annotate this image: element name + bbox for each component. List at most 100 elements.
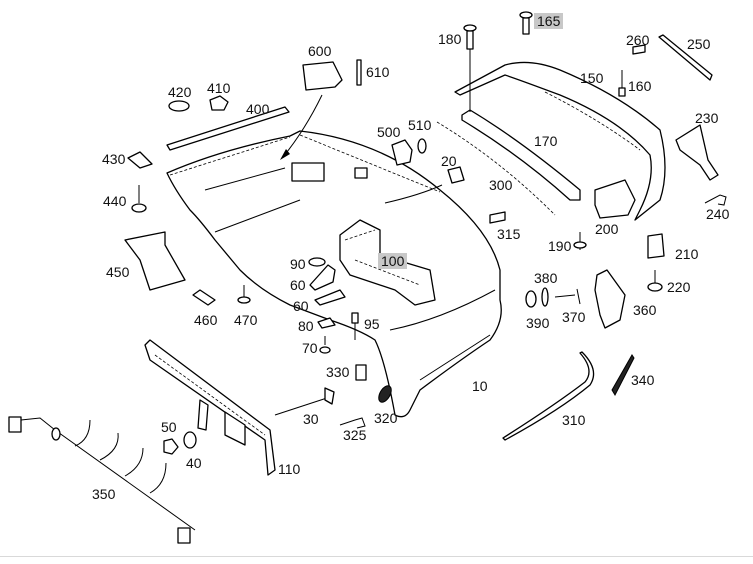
label-390[interactable]: 390 (526, 315, 550, 331)
label-260[interactable]: 260 (626, 32, 650, 48)
label-220[interactable]: 220 (667, 279, 691, 295)
pin-190-part[interactable] (573, 232, 587, 250)
pin-165-part[interactable] (519, 11, 533, 35)
wiring-harness-part[interactable] (8, 416, 196, 544)
ring-510-part[interactable] (417, 138, 427, 154)
label-170[interactable]: 170 (534, 133, 558, 149)
label-300[interactable]: 300 (489, 177, 513, 193)
washer-40-part[interactable] (183, 431, 197, 449)
label-100[interactable]: 100 (378, 253, 408, 269)
clip-430-part[interactable] (127, 151, 153, 169)
label-610[interactable]: 610 (366, 64, 390, 80)
label-320[interactable]: 320 (374, 410, 398, 426)
reflector-340-part[interactable] (611, 354, 635, 397)
label-70[interactable]: 70 (302, 340, 318, 356)
bolt-370-part[interactable] (554, 288, 581, 305)
label-190[interactable]: 190 (548, 238, 572, 254)
trim-strip-part[interactable] (461, 109, 581, 201)
label-95[interactable]: 95 (364, 316, 380, 332)
label-90[interactable]: 90 (290, 256, 306, 272)
washer-380-part[interactable] (541, 287, 549, 307)
label-500[interactable]: 500 (377, 124, 401, 140)
seal-strip-part[interactable] (436, 121, 556, 216)
cover-flap-part[interactable] (302, 61, 343, 91)
label-350[interactable]: 350 (92, 486, 116, 502)
sensor-bracket-part[interactable] (594, 179, 636, 219)
bracket-60b-part[interactable] (314, 289, 346, 306)
pin-180-part[interactable] (463, 24, 477, 112)
sensor-500-part[interactable] (391, 139, 413, 166)
label-60b[interactable]: 60 (293, 298, 309, 314)
clip-460-part[interactable] (192, 289, 216, 306)
screw-440-part[interactable] (131, 185, 147, 213)
label-200[interactable]: 200 (595, 221, 619, 237)
label-180[interactable]: 180 (438, 31, 462, 47)
nut-50-part[interactable] (163, 438, 179, 455)
label-460[interactable]: 460 (194, 312, 218, 328)
clip-330-part[interactable] (355, 364, 367, 381)
label-340[interactable]: 340 (631, 372, 655, 388)
bracket-360-part[interactable] (594, 269, 626, 329)
label-600[interactable]: 600 (308, 43, 332, 59)
screw-260-part[interactable] (632, 44, 646, 55)
upper-strip-part[interactable] (166, 106, 290, 151)
pin-95-part[interactable] (351, 312, 359, 340)
label-360[interactable]: 360 (633, 302, 657, 318)
label-80[interactable]: 80 (298, 318, 314, 334)
label-380[interactable]: 380 (534, 270, 558, 286)
label-60a[interactable]: 60 (290, 277, 306, 293)
label-210[interactable]: 210 (675, 246, 699, 262)
label-440[interactable]: 440 (103, 193, 127, 209)
pin-240-part[interactable] (704, 194, 727, 206)
bolt-30-part[interactable] (274, 396, 331, 416)
label-50[interactable]: 50 (161, 419, 177, 435)
label-410[interactable]: 410 (207, 80, 231, 96)
label-510[interactable]: 510 (408, 117, 432, 133)
grommet-390-part[interactable] (525, 290, 537, 308)
label-420[interactable]: 420 (168, 84, 192, 100)
label-450[interactable]: 450 (106, 264, 130, 280)
label-165[interactable]: 165 (534, 13, 564, 29)
pin-160-part[interactable] (618, 70, 626, 97)
diffuser-part[interactable] (454, 61, 666, 221)
screw-470-part[interactable] (237, 285, 251, 304)
bumper-carrier-part[interactable] (144, 339, 276, 476)
clip-80-part[interactable] (317, 317, 336, 329)
label-150[interactable]: 150 (580, 70, 604, 86)
label-110[interactable]: 110 (278, 461, 301, 477)
label-400[interactable]: 400 (246, 101, 270, 117)
screw-220-part[interactable] (647, 270, 663, 292)
pin-325-part[interactable] (339, 417, 366, 429)
label-30[interactable]: 30 (303, 411, 319, 427)
washer-420-part[interactable] (168, 100, 190, 112)
label-330[interactable]: 330 (326, 364, 350, 380)
bracket-20-part[interactable] (447, 166, 465, 184)
label-240[interactable]: 240 (706, 206, 730, 222)
emblem-90-part[interactable] (308, 257, 326, 267)
trim-310-part[interactable] (502, 351, 595, 441)
label-160[interactable]: 160 (628, 78, 652, 94)
label-310[interactable]: 310 (562, 412, 586, 428)
cable-20 (384, 184, 443, 204)
nut-410-part[interactable] (209, 95, 229, 111)
label-325[interactable]: 325 (343, 427, 367, 443)
guide-strip-part[interactable] (658, 34, 713, 81)
clip-210-part[interactable] (647, 233, 665, 259)
label-230[interactable]: 230 (695, 110, 719, 126)
label-370[interactable]: 370 (562, 309, 586, 325)
screw-70-part[interactable] (319, 336, 331, 354)
label-40[interactable]: 40 (186, 455, 202, 471)
clip-610-part[interactable] (356, 59, 362, 86)
grille-320-part[interactable] (376, 384, 394, 405)
label-315[interactable]: 315 (497, 226, 521, 242)
side-bracket-part[interactable] (675, 124, 719, 181)
deflector-450-part[interactable] (124, 231, 186, 291)
screw-315-part[interactable] (489, 211, 506, 224)
label-10[interactable]: 10 (472, 378, 488, 394)
label-470[interactable]: 470 (234, 312, 258, 328)
label-430[interactable]: 430 (102, 151, 126, 167)
label-250[interactable]: 250 (687, 36, 711, 52)
bracket-60a-part[interactable] (309, 264, 336, 291)
label-20[interactable]: 20 (441, 153, 457, 169)
